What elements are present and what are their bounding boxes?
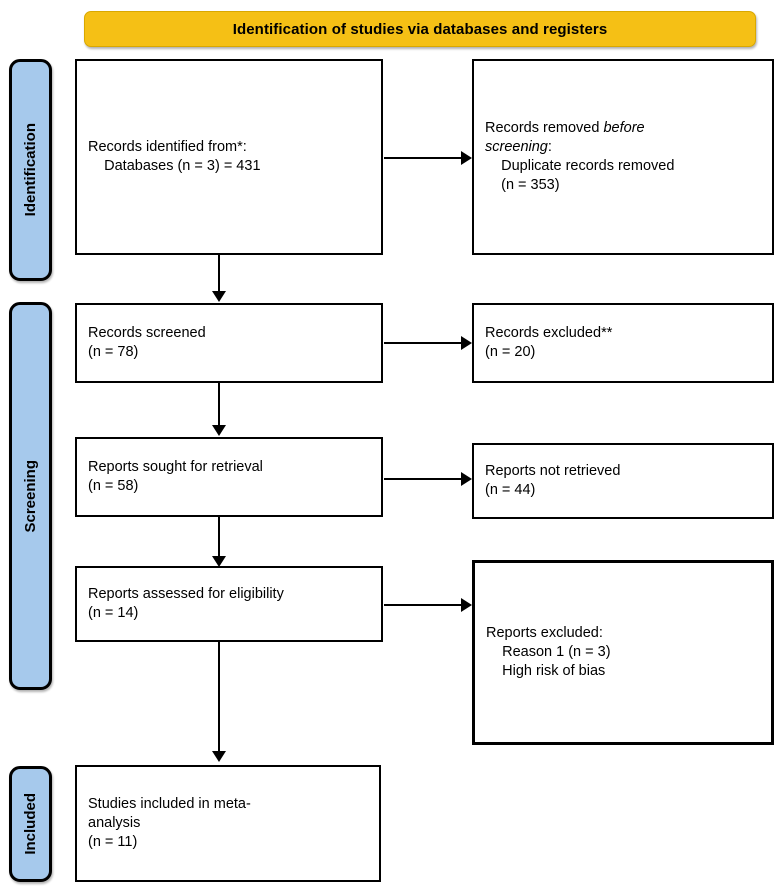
connector-sought-to-assessed-arrowhead xyxy=(212,556,226,567)
stage-tab-included: Included xyxy=(9,766,52,882)
records-removed-line1-italic: before xyxy=(603,120,645,137)
records-removed-line1-pre: Records removed xyxy=(485,120,604,137)
connector-identified-to-screened-line xyxy=(218,255,220,292)
reports-sought-line1: Reports sought for retrieval xyxy=(88,459,263,476)
box-reports-sought-for-retrieval: Reports sought for retrieval (n = 58) xyxy=(75,437,383,517)
connector-sought-to-assessed-line xyxy=(218,517,220,558)
stage-tab-screening: Screening xyxy=(9,302,52,690)
stage-tab-identification: Identification xyxy=(9,59,52,281)
connector-screened-to-sought-line xyxy=(218,383,220,426)
records-removed-line3: Duplicate records removed xyxy=(485,158,675,174)
records-screened-line1: Records screened xyxy=(88,325,206,342)
reports-excluded-line1: Reports excluded: xyxy=(486,625,603,642)
reports-excluded-line3: High risk of bias xyxy=(486,662,606,679)
box-records-screened: Records screened (n = 78) xyxy=(75,303,383,383)
connector-screened-to-excluded-arrowhead xyxy=(461,336,472,350)
banner-identification-databases-registers: Identification of studies via databases … xyxy=(84,11,756,47)
box-records-removed-text: Records removed before screening: Duplic… xyxy=(474,119,772,194)
studies-included-line3: (n = 11) xyxy=(88,833,138,850)
box-reports-not-retrieved: Reports not retrieved (n = 44) xyxy=(472,443,774,519)
box-reports-sought-text: Reports sought for retrieval (n = 58) xyxy=(77,458,381,496)
connector-screened-to-sought-arrowhead xyxy=(212,425,226,436)
reports-not-retrieved-line1: Reports not retrieved xyxy=(485,463,621,480)
box-records-excluded-text: Records excluded** (n = 20) xyxy=(474,324,772,362)
connector-identified-to-screened-arrowhead xyxy=(212,291,226,302)
box-studies-included-in-meta-analysis: Studies included in meta- analysis (n = … xyxy=(75,765,381,882)
records-excluded-line1: Records excluded** xyxy=(485,325,613,342)
connector-screened-to-excluded-line xyxy=(384,342,463,344)
box-reports-not-retrieved-text: Reports not retrieved (n = 44) xyxy=(474,462,772,500)
box-reports-excluded: Reports excluded: Reason 1 (n = 3) High … xyxy=(472,560,774,745)
records-removed-line2-italic: screening xyxy=(485,139,548,156)
box-records-identified-text: Records identified from*: Databases (n =… xyxy=(77,138,381,176)
connector-sought-to-not-retrieved-line xyxy=(384,478,463,480)
records-identified-line2: Databases (n = 3) = 431 xyxy=(88,158,261,174)
connector-assessed-to-excluded-line xyxy=(384,604,463,606)
reports-sought-line2: (n = 58) xyxy=(88,478,139,494)
box-reports-assessed-for-eligibility: Reports assessed for eligibility (n = 14… xyxy=(75,566,383,642)
records-identified-line1: Records identified from*: xyxy=(88,139,247,156)
reports-not-retrieved-line2: (n = 44) xyxy=(485,482,536,498)
studies-included-line2: analysis xyxy=(88,815,141,832)
box-studies-included-text: Studies included in meta- analysis (n = … xyxy=(77,795,379,852)
records-screened-line2: (n = 78) xyxy=(88,344,139,360)
box-records-removed-before-screening: Records removed before screening: Duplic… xyxy=(472,59,774,255)
connector-assessed-to-excluded-arrowhead xyxy=(461,598,472,612)
reports-assessed-line2: (n = 14) xyxy=(88,605,139,621)
stage-tab-screening-label: Screening xyxy=(22,459,39,533)
reports-assessed-line1: Reports assessed for eligibility xyxy=(88,586,284,603)
records-excluded-line2: (n = 20) xyxy=(485,344,536,360)
connector-sought-to-not-retrieved-arrowhead xyxy=(461,472,472,486)
box-records-excluded: Records excluded** (n = 20) xyxy=(472,303,774,383)
stage-tab-included-label: Included xyxy=(22,793,39,855)
records-removed-line2-post: : xyxy=(547,139,552,156)
box-reports-excluded-text: Reports excluded: Reason 1 (n = 3) High … xyxy=(475,624,771,681)
connector-identified-to-removed-line xyxy=(384,157,463,159)
banner-title: Identification of studies via databases … xyxy=(232,20,608,38)
connector-assessed-to-included-line xyxy=(218,642,220,752)
box-records-identified: Records identified from*: Databases (n =… xyxy=(75,59,383,255)
records-removed-line4: (n = 353) xyxy=(485,176,560,193)
box-records-screened-text: Records screened (n = 78) xyxy=(77,324,381,362)
stage-tab-identification-label: Identification xyxy=(22,123,39,217)
box-reports-assessed-text: Reports assessed for eligibility (n = 14… xyxy=(77,585,381,623)
connector-assessed-to-included-arrowhead xyxy=(212,751,226,762)
connector-identified-to-removed-arrowhead xyxy=(461,151,472,165)
studies-included-line1: Studies included in meta- xyxy=(88,796,251,813)
reports-excluded-line2: Reason 1 (n = 3) xyxy=(486,644,611,661)
